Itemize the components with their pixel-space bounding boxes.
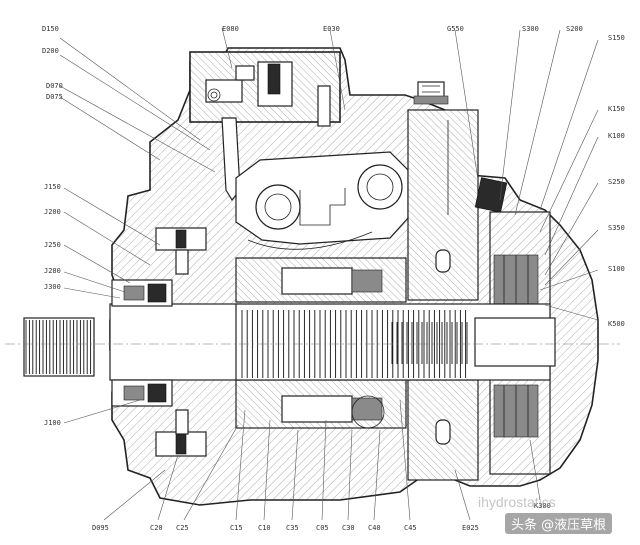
label-C45: C45	[404, 524, 417, 532]
label-J200: J200	[44, 208, 61, 216]
label-S250: S250	[608, 178, 625, 186]
control-valve-housing	[189, 51, 341, 202]
label-C15: C15	[230, 524, 243, 532]
label-C20: C20	[150, 524, 163, 532]
label-K100: K100	[608, 132, 625, 140]
label-D095: D095	[92, 524, 109, 532]
label-K500: K500	[608, 320, 625, 328]
label-S300: S300	[522, 25, 539, 33]
label-D200: D200	[42, 47, 59, 55]
drive-shaft	[109, 303, 556, 381]
label-S200: S200	[566, 25, 583, 33]
watermark-faint: ihydrostatics	[478, 494, 556, 510]
label-C05: C05	[316, 524, 329, 532]
cylinder-block	[235, 257, 407, 429]
part-labels: D150 D200 D070 D075 E080 E030 G550 S300 …	[42, 25, 625, 532]
front-bearing	[111, 279, 173, 407]
swashplate-area	[235, 151, 409, 250]
label-J250: J250	[44, 241, 61, 249]
port-fitting	[413, 81, 449, 105]
label-C35: C35	[286, 524, 299, 532]
label-J100: J100	[44, 419, 61, 427]
label-D150: D150	[42, 25, 59, 33]
label-E025: E025	[462, 524, 479, 532]
label-D070: D070	[46, 82, 63, 90]
label-C40: C40	[368, 524, 381, 532]
label-K300: K300	[534, 502, 551, 510]
watermark-brand: 头条 @液压草根	[505, 513, 613, 534]
label-J300: J300	[44, 283, 61, 291]
port-plate-housing	[407, 109, 508, 481]
label-S150: S150	[608, 34, 625, 42]
leader-lines	[59, 27, 599, 521]
servo-plugs	[155, 227, 207, 457]
label-S100: S100	[608, 265, 625, 273]
label-J280: J280	[44, 267, 61, 275]
label-C25: C25	[176, 524, 189, 532]
label-E030: E030	[323, 25, 340, 33]
label-S350: S350	[608, 224, 625, 232]
label-E080: E080	[222, 25, 239, 33]
label-C10: C10	[258, 524, 271, 532]
label-G550: G550	[447, 25, 464, 33]
input-spline	[23, 317, 95, 377]
label-K150: K150	[608, 105, 625, 113]
label-D075: D075	[46, 93, 63, 101]
label-J150: J150	[44, 183, 61, 191]
label-C30: C30	[342, 524, 355, 532]
